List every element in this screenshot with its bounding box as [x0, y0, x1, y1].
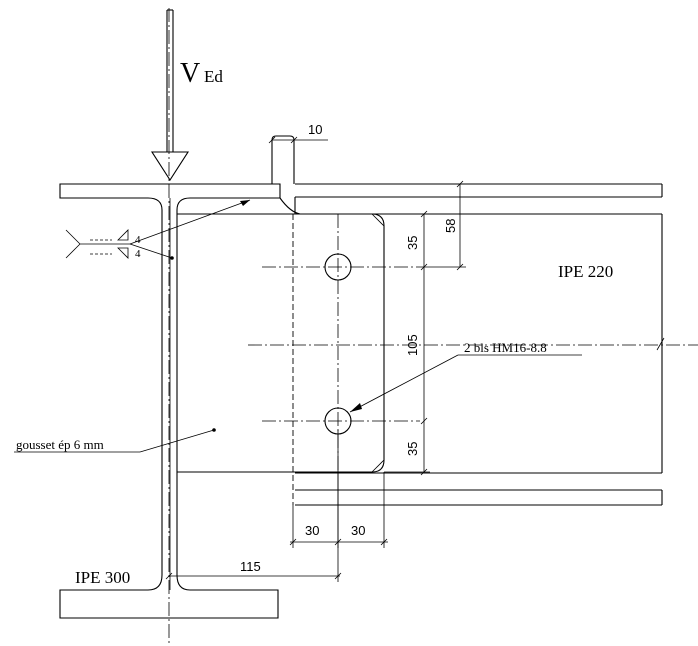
- dim-lever-arm: 115: [240, 559, 261, 574]
- gusset-label: gousset ép 6 mm: [16, 437, 104, 452]
- weld-size-bottom: 4: [135, 248, 141, 260]
- column-profile-label: IPE 300: [75, 568, 130, 587]
- dim-flange-offset: 58: [443, 219, 458, 233]
- bolts: [262, 214, 420, 472]
- dim-horiz-2: 30: [351, 523, 365, 538]
- dim-edge-top: 35: [405, 236, 420, 250]
- load-arrow: [150, 9, 190, 182]
- dim-gap: 10: [308, 122, 322, 137]
- leaders: [14, 354, 582, 453]
- dim-pitch: 105: [405, 334, 420, 356]
- gusset-plate: [177, 213, 385, 473]
- load-symbol: V: [180, 58, 200, 89]
- column-ipe300: [59, 8, 281, 646]
- dim-edge-bottom: 35: [405, 442, 420, 456]
- beam-profile-label: IPE 220: [558, 262, 613, 281]
- load-subscript: Ed: [204, 67, 223, 86]
- weld-symbol: [65, 199, 251, 260]
- bolt-label: 2 bls HM16-8.8: [464, 340, 547, 355]
- dim-horiz-1: 30: [305, 523, 319, 538]
- dimensions: [165, 136, 466, 582]
- beam-ipe220: [248, 135, 698, 506]
- weld-size-top: 4: [135, 234, 141, 246]
